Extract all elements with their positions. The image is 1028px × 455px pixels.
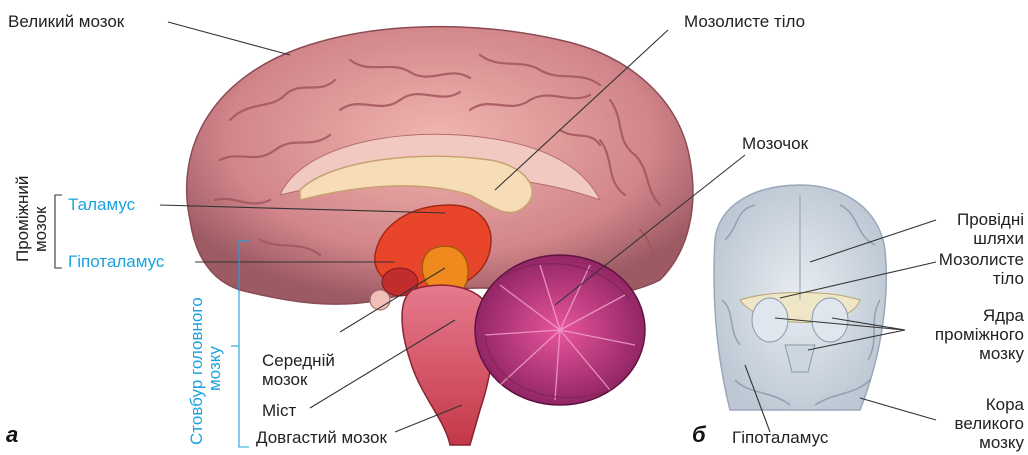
label-diencephalon: Проміжний мозок — [14, 176, 50, 262]
label-corpus-callosum-b: Мозолисте тіло — [939, 250, 1024, 288]
label-cerebellum: Мозочок — [742, 134, 808, 153]
label-diencephalon-nuclei: Ядра проміжного мозку — [935, 306, 1024, 363]
label-cortex: Кора великого мозку — [954, 395, 1024, 452]
panel-label-b: б — [692, 422, 706, 448]
label-cerebrum: Великий мозок — [8, 12, 124, 31]
label-midbrain: Середній мозок — [262, 351, 335, 389]
coronal-section-shape — [714, 185, 886, 410]
panel-label-a: а — [6, 422, 18, 448]
label-pathways: Провідні шляхи — [957, 210, 1024, 248]
label-medulla: Довгастий мозок — [256, 428, 387, 447]
label-hypothalamus-a: Гіпоталамус — [68, 252, 164, 271]
label-thalamus: Таламус — [68, 195, 135, 214]
label-pons: Міст — [262, 401, 296, 420]
label-hypothalamus-b: Гіпоталамус — [732, 428, 828, 447]
label-corpus-callosum-a: Мозолисте тіло — [684, 12, 805, 31]
cerebellum-shape — [475, 255, 645, 405]
label-brainstem: Стовбур головного мозку — [188, 297, 224, 445]
